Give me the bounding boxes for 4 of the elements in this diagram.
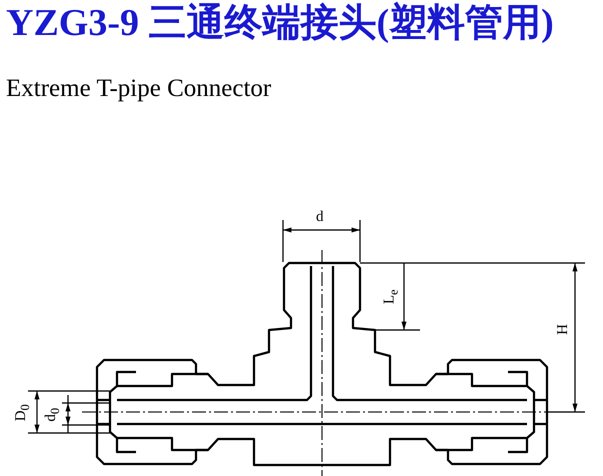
dimension-label: d — [316, 210, 324, 225]
dimension-label: H — [556, 324, 571, 335]
subtitle: Extreme T-pipe Connector — [6, 76, 272, 101]
title: YZG3-9 三通终端接头(塑料管用) — [6, 4, 554, 42]
